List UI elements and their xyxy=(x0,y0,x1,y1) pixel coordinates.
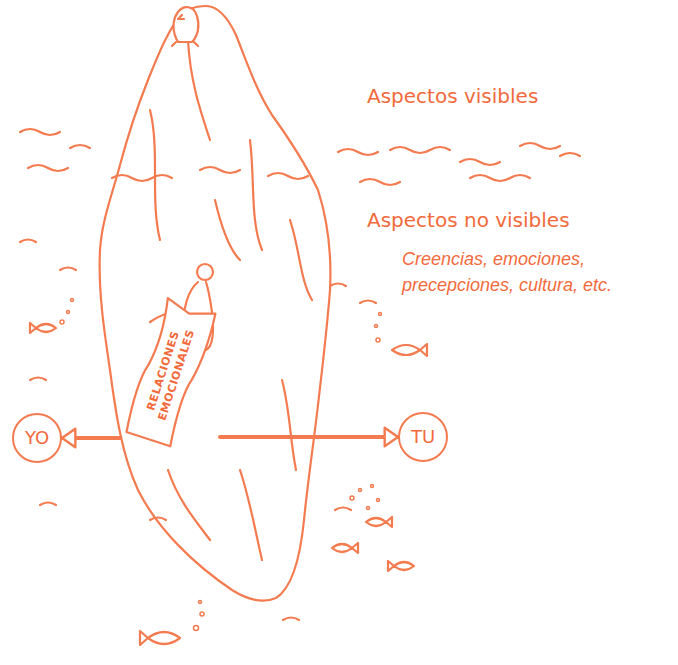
iceberg-crease xyxy=(168,470,210,540)
iceberg-crease xyxy=(250,140,262,250)
penguin xyxy=(172,7,198,46)
bubble xyxy=(60,299,382,631)
iceberg-crease xyxy=(215,200,240,260)
iceberg-crease xyxy=(282,380,296,470)
section-label: Aspectos no visibles xyxy=(367,206,570,235)
section-label: Aspectos visibles xyxy=(367,82,538,111)
circle-label: YO xyxy=(25,429,49,447)
iceberg-crease xyxy=(290,220,312,300)
circle-node: YO xyxy=(12,413,62,463)
iceberg-crease xyxy=(188,40,210,140)
iceberg-outline xyxy=(100,6,331,601)
banner-node: RELACIONES EMOCIONALES xyxy=(120,300,220,445)
iceberg-crease xyxy=(240,470,262,560)
note-text: Creencias, emociones, precepciones, cult… xyxy=(402,246,664,298)
arrow-connector xyxy=(62,436,120,440)
water-ripple xyxy=(20,240,376,621)
arrow-connector xyxy=(220,435,398,439)
circle-label: TU xyxy=(411,428,435,446)
water-line xyxy=(20,129,580,185)
circle-node: TU xyxy=(398,412,448,462)
fish xyxy=(30,323,427,645)
